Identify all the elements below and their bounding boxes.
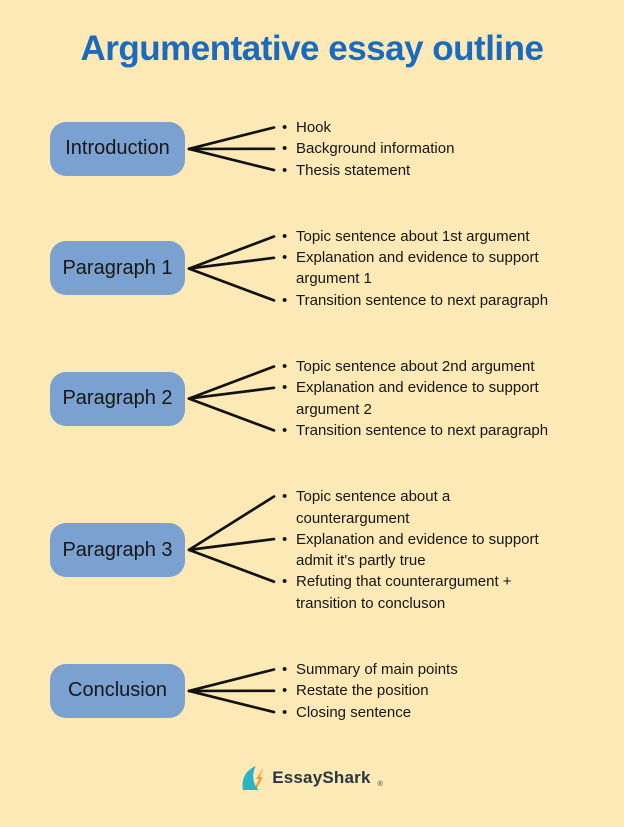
outline-section: Paragraph 3 • Topic sentence about a coun… xyxy=(0,486,624,614)
section-label: Paragraph 2 xyxy=(62,387,173,410)
bullet-list: •Topic sentence about a counterargument•… xyxy=(282,486,587,614)
bullet-list: • Hook • Background information • Thesis stat… xyxy=(282,117,587,181)
bullet-text: Closing sentence xyxy=(296,703,412,721)
bullet-dot: • xyxy=(282,421,288,439)
outline-section: Introduction • Hook • Background informatio… xyxy=(0,117,624,181)
registered-mark: ® xyxy=(377,780,383,788)
bullet-dot: • xyxy=(282,379,288,397)
bullet-item: • Explanation and evidence to support arg… xyxy=(282,377,587,420)
bullet-text: Explanation and evidence to support admi… xyxy=(296,530,539,570)
section-box: Conclusion xyxy=(50,663,185,718)
section-box: Paragraph 1 xyxy=(50,241,185,296)
bullet-dot: • xyxy=(282,488,288,506)
footer-logo: EssayShark ® xyxy=(0,765,624,791)
bullet-item: • Background information xyxy=(282,138,587,159)
bullet-text: Explanation and evidence to support argu… xyxy=(296,379,539,418)
bullet-item: • Transition sentence to next paragraph xyxy=(282,290,587,311)
bullet-item: • Refuting that counterargument + transit… xyxy=(282,571,587,614)
bullet-item: • Thesis statement xyxy=(282,160,587,181)
bullet-text: Refuting that counterargument + transiti… xyxy=(296,573,512,612)
bullet-text: Transition sentence to next paragraph xyxy=(296,291,549,309)
brand-name: EssayShark xyxy=(272,767,371,787)
bullet-item: • Transition sentence to next paragraph xyxy=(282,420,587,441)
bullet-text: Transition sentence to next paragraph xyxy=(296,421,549,439)
bullet-dot: • xyxy=(282,530,288,548)
bullet-item: • Restate the position xyxy=(282,680,587,701)
bullet-text: Topic sentence about 1st argument xyxy=(296,227,530,245)
bullet-item: • Topic sentence about 1st argument xyxy=(282,226,587,247)
bullet-dot: • xyxy=(282,358,288,376)
bullet-dot: • xyxy=(282,703,288,721)
sections: Introduction • Hook • Background informatio… xyxy=(0,117,624,723)
bullet-text: Thesis statement xyxy=(296,161,411,179)
bullet-item: • Topic sentence about a counterargument xyxy=(282,486,587,529)
page-title: Argumentative essay outline xyxy=(80,29,544,68)
section-label: Introduction xyxy=(65,137,170,160)
bullet-dot: • xyxy=(282,227,288,245)
bullet-item: • Closing sentence xyxy=(282,702,587,723)
bullet-dot: • xyxy=(282,249,288,267)
section-label: Paragraph 1 xyxy=(62,256,173,279)
bullet-item: • Hook xyxy=(282,117,587,138)
bullet-text: Summary of main points xyxy=(296,661,458,679)
section-label: Paragraph 3 xyxy=(62,538,173,561)
section-box: Paragraph 3 xyxy=(50,523,185,578)
bullet-text: Explanation and evidence to support argu… xyxy=(296,249,539,288)
outline-section: Paragraph 2 • Topic sentence about 2nd ar… xyxy=(0,356,624,441)
bullet-text: Restate the position xyxy=(296,682,429,700)
bullet-text: Topic sentence about a counterargument xyxy=(296,488,451,527)
section-box: Paragraph 2 xyxy=(50,371,185,426)
bullet-item: • Summary of main points xyxy=(282,659,587,680)
bullet-item: • Topic sentence about 2nd argument xyxy=(282,356,587,377)
bullet-text: Hook xyxy=(296,119,332,136)
bullet-dot: • xyxy=(282,573,288,591)
bullet-dot: • xyxy=(282,682,288,700)
outline-section: Paragraph 1 • Topic sentence about 1st ar… xyxy=(0,226,624,311)
bullet-list: • Topic sentence about 2nd argument • Expla… xyxy=(282,356,587,441)
bullet-dot: • xyxy=(282,140,288,158)
bullet-dot: • xyxy=(282,661,288,679)
bullet-dot: • xyxy=(282,119,288,136)
bullet-list: • Topic sentence about 1st argument • Expla… xyxy=(282,226,587,311)
bullet-list: • Summary of main points • Restate the posi… xyxy=(282,659,587,723)
bullet-text: Topic sentence about 2nd argument xyxy=(296,358,535,376)
essayshark-logo-icon xyxy=(242,765,265,790)
bullet-item: • Explanation and evidence to support adm… xyxy=(282,529,587,572)
bullet-text: Background information xyxy=(296,140,455,158)
bullet-dot: • xyxy=(282,161,288,179)
bullet-dot: • xyxy=(282,291,288,309)
bullet-item: • Explanation and evidence to support arg… xyxy=(282,247,587,290)
outline-section: Conclusion • Summary of main points • Resta… xyxy=(0,659,624,723)
section-box: Introduction xyxy=(50,121,185,176)
section-label: Conclusion xyxy=(68,679,167,702)
